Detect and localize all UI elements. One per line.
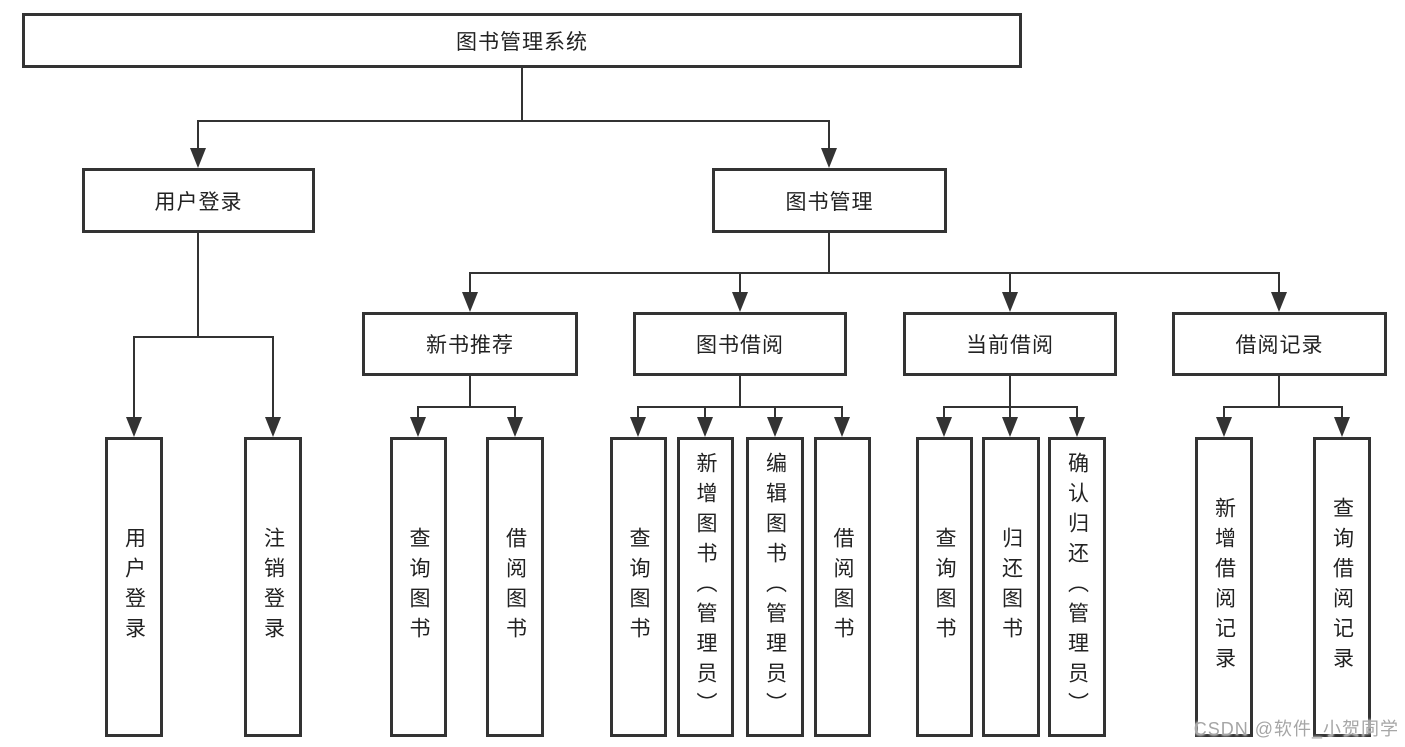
arrow-down-icon: [1216, 417, 1232, 437]
arrow-down-icon: [630, 417, 646, 437]
arrow-down-icon: [410, 417, 426, 437]
leaf-edit-book-admin: 编辑图书（管理员）: [746, 437, 804, 737]
connector-line: [637, 406, 843, 408]
arrow-down-icon: [462, 292, 478, 312]
node-label: 当前借阅: [966, 334, 1054, 357]
connector-line: [1009, 272, 1011, 295]
leaf-label: 新增借阅记录: [1212, 497, 1236, 677]
node-label: 图书管理: [785, 190, 874, 214]
connector-line: [704, 406, 706, 420]
node-library-management-system: 图书管理系统: [22, 13, 1022, 68]
leaf-label: 借阅图书: [831, 527, 854, 647]
connector-line: [828, 233, 830, 274]
node-current-borrowing: 当前借阅: [903, 312, 1117, 376]
arrow-down-icon: [936, 417, 952, 437]
connector-line: [133, 336, 274, 338]
node-user-login: 用户登录: [82, 168, 315, 233]
connector-line: [469, 272, 471, 295]
leaf-label: 注销登录: [261, 527, 285, 647]
leaf-borrow-books-recommend: 借阅图书: [486, 437, 544, 737]
connector-line: [1223, 406, 1225, 420]
watermark: CSDN @软件_小贺同学: [1193, 719, 1399, 739]
leaf-label: 新增图书（管理员）: [694, 452, 717, 722]
connector-line: [469, 376, 471, 408]
node-label: 用户登录: [154, 190, 243, 214]
connector-line: [417, 406, 516, 408]
leaf-query-books-borrowing: 查询图书: [610, 437, 667, 737]
connector-line: [272, 336, 274, 420]
connector-line: [1223, 406, 1342, 408]
leaf-label: 查询借阅记录: [1330, 497, 1354, 677]
arrow-down-icon: [767, 417, 783, 437]
connector-line: [828, 120, 830, 150]
leaf-confirm-return-admin: 确认归还（管理员）: [1048, 437, 1106, 737]
connector-line: [1278, 376, 1280, 408]
connector-line: [1009, 406, 1011, 420]
connector-line: [1278, 272, 1280, 295]
arrow-down-icon: [1069, 417, 1085, 437]
node-label: 图书管理系统: [456, 30, 588, 54]
connector-line: [1009, 376, 1011, 408]
connector-line: [739, 376, 741, 408]
connector-line: [521, 68, 523, 122]
leaf-label: 查询图书: [407, 527, 430, 647]
connector-line: [417, 406, 419, 420]
arrow-down-icon: [834, 417, 850, 437]
leaf-label: 查询图书: [627, 527, 650, 647]
arrow-down-icon: [1002, 417, 1018, 437]
leaf-query-borrow-record: 查询借阅记录: [1313, 437, 1371, 737]
node-label: 图书借阅: [696, 334, 784, 357]
connector-line: [197, 120, 199, 150]
node-book-borrowing: 图书借阅: [633, 312, 847, 376]
arrow-down-icon: [1271, 292, 1287, 312]
leaf-label: 借阅图书: [503, 527, 527, 647]
leaf-label: 用户登录: [122, 527, 146, 647]
connector-line: [943, 406, 945, 420]
leaf-query-books-recommend: 查询图书: [390, 437, 447, 737]
connector-line: [1076, 406, 1078, 420]
leaf-return-books: 归还图书: [982, 437, 1040, 737]
arrow-down-icon: [821, 148, 837, 168]
connector-line: [197, 120, 830, 122]
connector-line: [739, 272, 741, 295]
arrow-down-icon: [1334, 417, 1350, 437]
leaf-logout: 注销登录: [244, 437, 302, 737]
node-label: 借阅记录: [1235, 334, 1324, 357]
arrow-down-icon: [732, 292, 748, 312]
arrow-down-icon: [265, 417, 281, 437]
leaf-label: 确认归还（管理员）: [1065, 452, 1089, 722]
connector-line: [1341, 406, 1343, 420]
connector-line: [637, 406, 639, 420]
arrow-down-icon: [190, 148, 206, 168]
leaf-borrow-books-borrowing: 借阅图书: [814, 437, 871, 737]
connector-line: [469, 272, 1280, 274]
connector-line: [197, 233, 199, 338]
leaf-add-borrow-record: 新增借阅记录: [1195, 437, 1253, 737]
node-new-book-recommendation: 新书推荐: [362, 312, 578, 376]
leaf-query-books-current: 查询图书: [916, 437, 973, 737]
connector-line: [841, 406, 843, 420]
leaf-user-login: 用户登录: [105, 437, 163, 737]
node-book-management: 图书管理: [712, 168, 947, 233]
node-label: 新书推荐: [426, 334, 514, 357]
arrow-down-icon: [126, 417, 142, 437]
arrow-down-icon: [697, 417, 713, 437]
connector-line: [514, 406, 516, 420]
arrow-down-icon: [507, 417, 523, 437]
connector-line: [774, 406, 776, 420]
leaf-label: 编辑图书（管理员）: [763, 452, 787, 722]
leaf-label: 归还图书: [999, 527, 1023, 647]
connector-line: [133, 336, 135, 420]
arrow-down-icon: [1002, 292, 1018, 312]
node-borrowing-records: 借阅记录: [1172, 312, 1387, 376]
leaf-add-book-admin: 新增图书（管理员）: [677, 437, 734, 737]
leaf-label: 查询图书: [933, 527, 956, 647]
